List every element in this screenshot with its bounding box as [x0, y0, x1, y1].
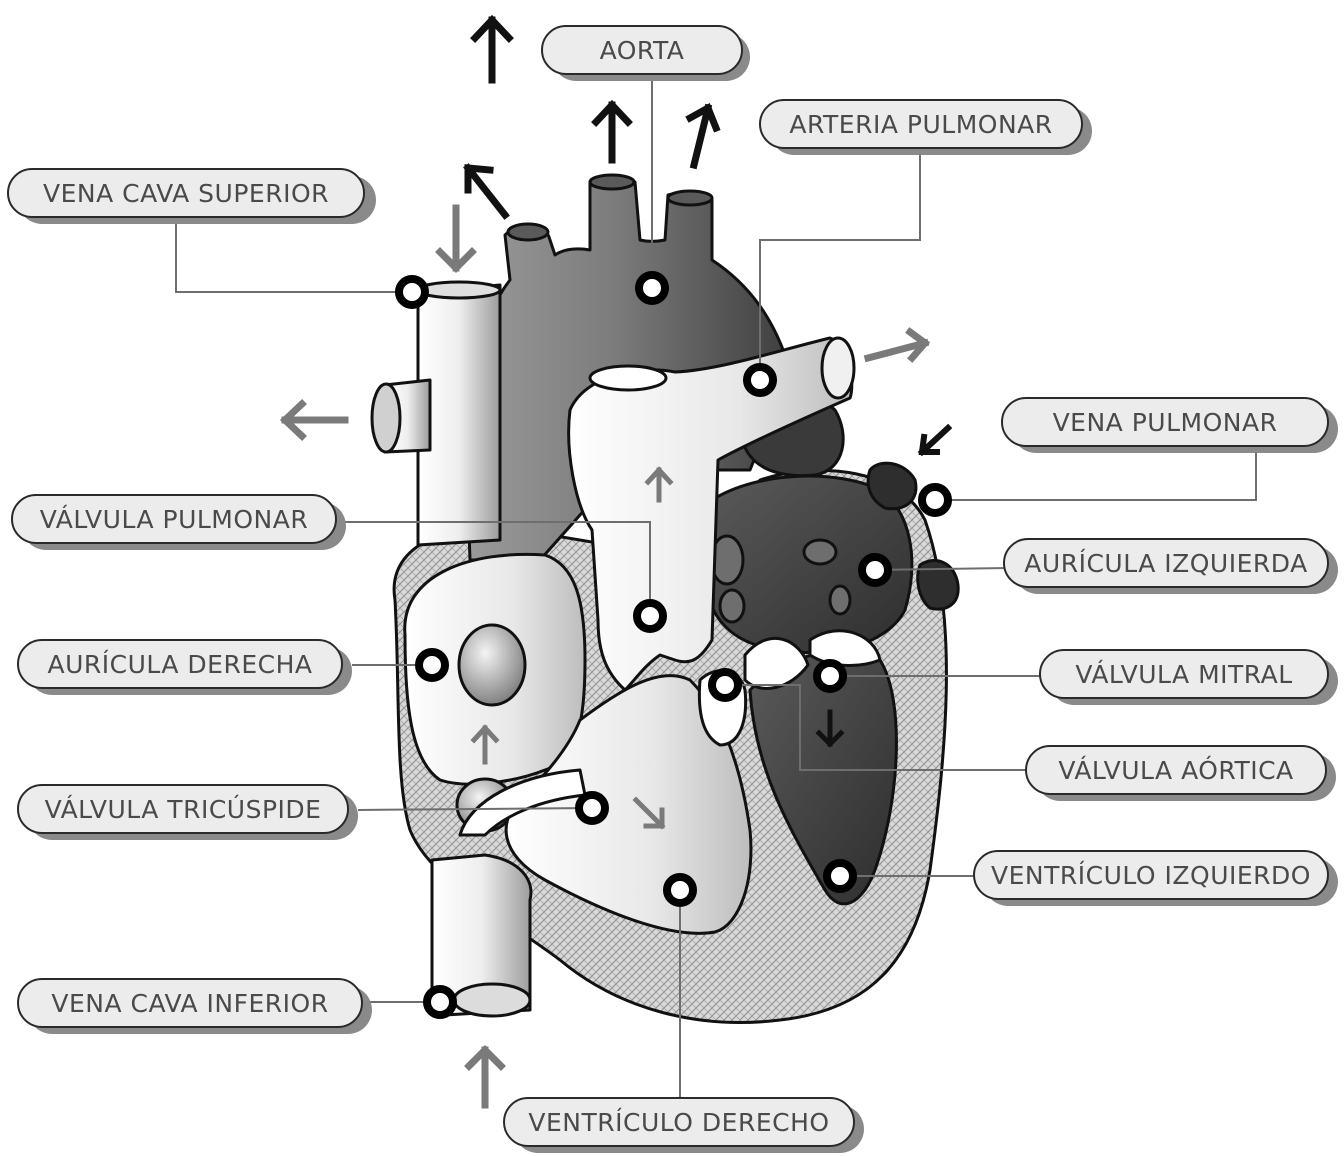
arrow-down-left-icon	[922, 428, 948, 452]
label-auricula-izquierda-text: AURÍCULA IZQUIERDA	[1024, 549, 1307, 578]
label-valvula-aortica: VÁLVULA AÓRTICA	[1026, 746, 1336, 801]
label-valvula-pulmonar-text: VÁLVULA PULMONAR	[40, 505, 308, 534]
label-arteria-pulmonar: ARTERIA PULMONAR	[760, 100, 1092, 155]
label-auricula-derecha: AURÍCULA DERECHA	[18, 640, 352, 695]
label-vena-cava-inferior: VENA CAVA INFERIOR	[18, 979, 372, 1034]
label-vena-pulmonar: VENA PULMONAR	[1002, 398, 1338, 453]
marker-vena-pulmonar	[922, 487, 948, 513]
label-ventriculo-izquierdo-text: VENTRÍCULO IZQUIERDO	[991, 861, 1311, 890]
arrow-up-left-icon	[468, 168, 505, 215]
arrow-up-icon	[469, 1050, 501, 1105]
label-ventriculo-derecho: VENTRÍCULO DERECHO	[504, 1098, 864, 1153]
label-vena-pulmonar-text: VENA PULMONAR	[1053, 408, 1278, 437]
marker-ventriculo-derecho	[667, 877, 693, 903]
marker-valvula-mitral	[817, 663, 843, 689]
arrow-up-icon	[596, 105, 628, 160]
arrow-up-icon	[475, 20, 509, 80]
label-valvula-mitral: VÁLVULA MITRAL	[1040, 650, 1338, 705]
marker-valvula-pulmonar	[637, 603, 663, 629]
label-valvula-tricuspide: VÁLVULA TRICÚSPIDE	[18, 785, 358, 840]
marker-auricula-izquierda	[862, 557, 888, 583]
marker-ventriculo-izquierdo	[827, 863, 853, 889]
marker-vena-cava-inferior	[427, 989, 453, 1015]
label-vena-cava-superior-text: VENA CAVA SUPERIOR	[43, 179, 329, 208]
marker-aorta	[639, 275, 665, 301]
arrow-right-icon	[868, 332, 925, 358]
label-ventriculo-izquierdo: VENTRÍCULO IZQUIERDO	[974, 851, 1338, 906]
label-valvula-aortica-text: VÁLVULA AÓRTICA	[1058, 755, 1293, 785]
marker-valvula-tricuspide	[579, 795, 605, 821]
label-arteria-pulmonar-text: ARTERIA PULMONAR	[789, 110, 1052, 139]
arrow-down-icon	[440, 208, 472, 268]
arrow-up-right-icon	[690, 108, 716, 165]
arrow-left-icon	[285, 404, 345, 436]
marker-valvula-aortica	[712, 672, 738, 698]
label-vena-cava-inferior-text: VENA CAVA INFERIOR	[51, 989, 328, 1018]
label-aorta: AORTA	[542, 26, 750, 81]
marker-auricula-derecha	[419, 652, 445, 678]
label-valvula-mitral-text: VÁLVULA MITRAL	[1075, 660, 1292, 689]
label-valvula-tricuspide-text: VÁLVULA TRICÚSPIDE	[45, 794, 322, 824]
label-auricula-izquierda: AURÍCULA IZQUIERDA	[1004, 539, 1338, 594]
label-vena-cava-superior: VENA CAVA SUPERIOR	[8, 169, 376, 224]
label-ventriculo-derecho-text: VENTRÍCULO DERECHO	[528, 1108, 829, 1137]
marker-vena-cava-superior	[399, 279, 425, 305]
label-aorta-text: AORTA	[600, 36, 685, 65]
label-auricula-derecha-text: AURÍCULA DERECHA	[47, 650, 312, 679]
marker-arteria-pulmonar	[747, 367, 773, 393]
label-valvula-pulmonar: VÁLVULA PULMONAR	[12, 495, 346, 550]
